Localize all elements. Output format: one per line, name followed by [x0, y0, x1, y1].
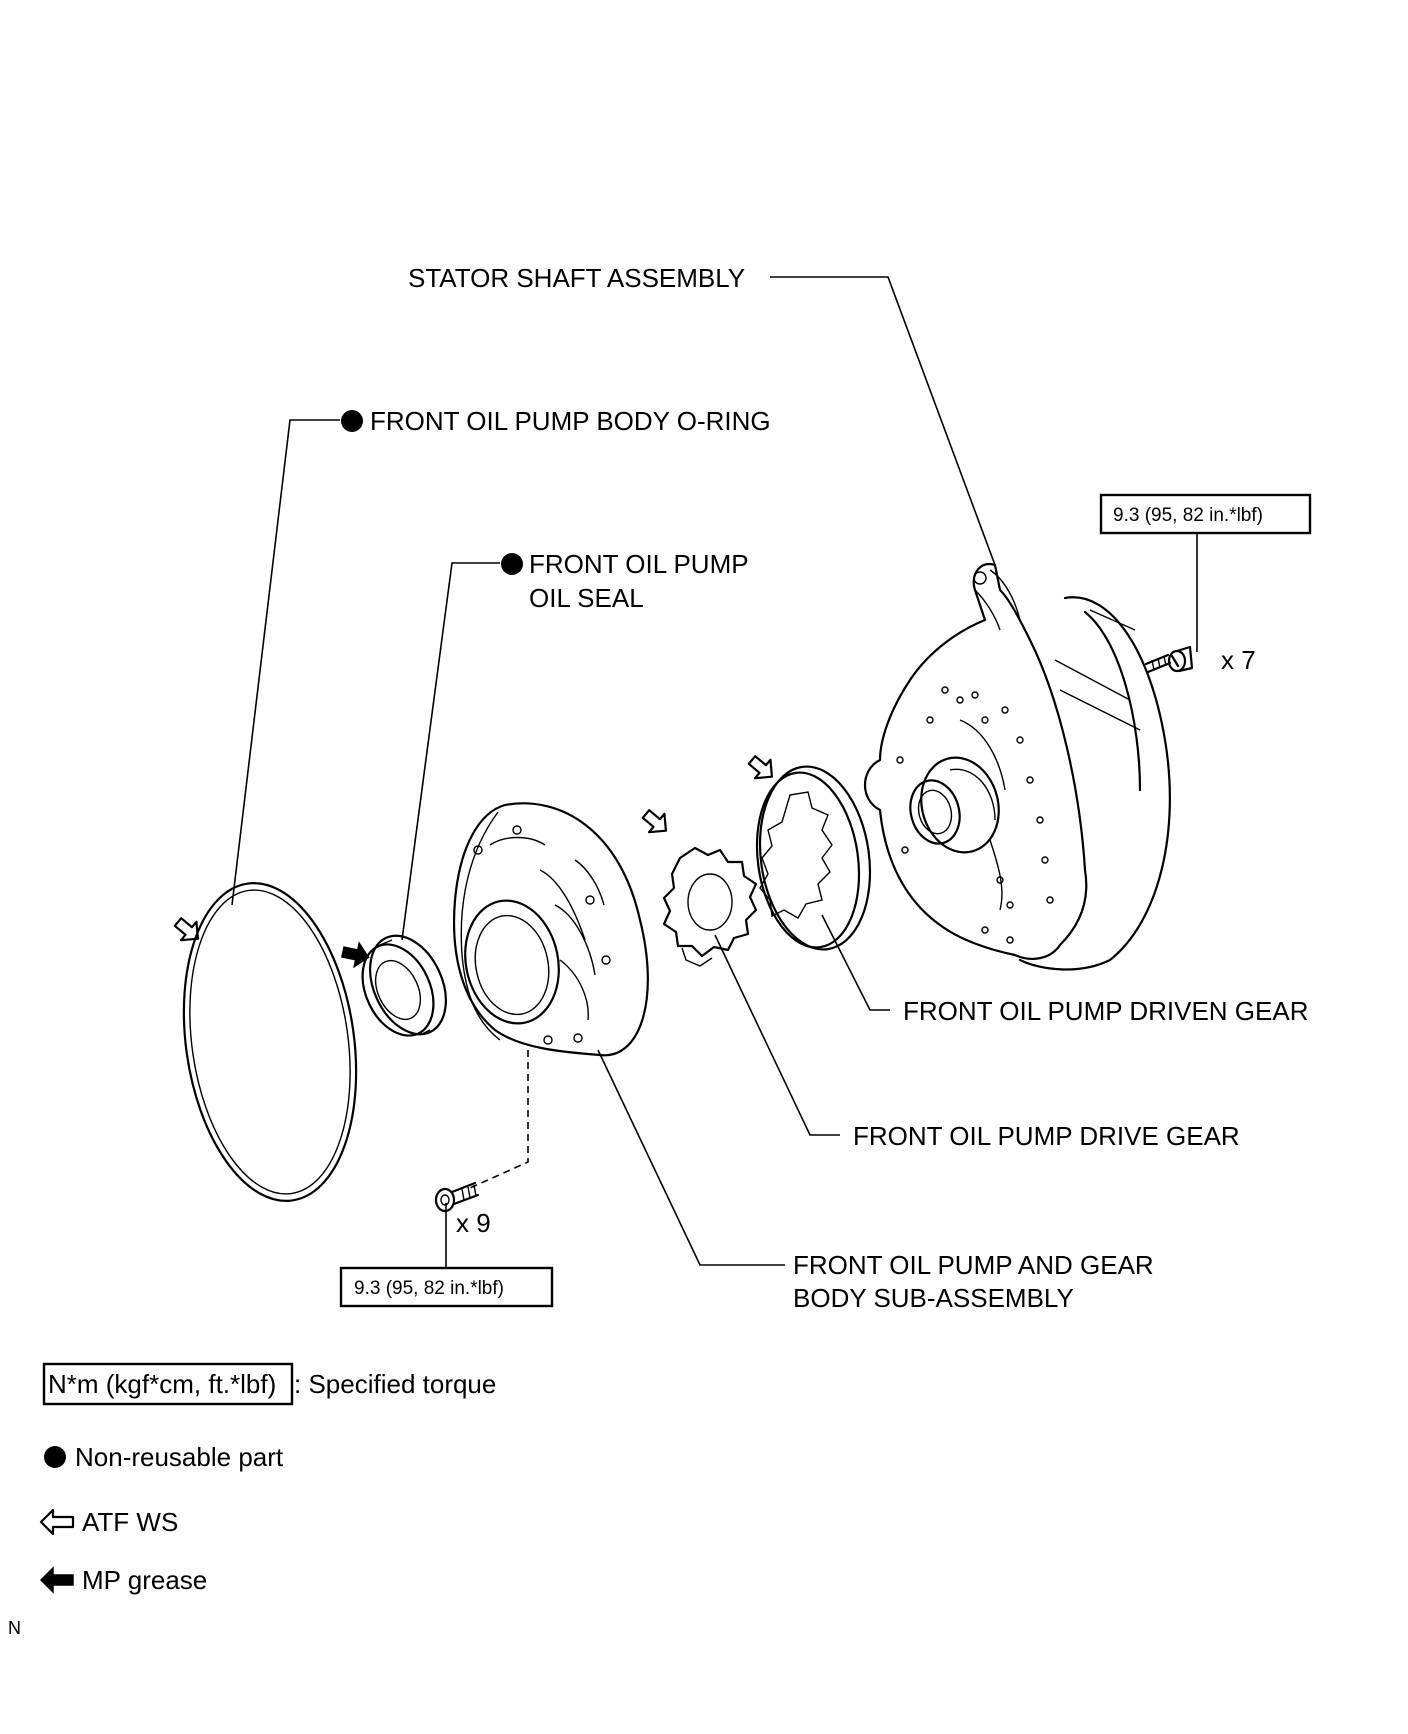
label-driven-gear: FRONT OIL PUMP DRIVEN GEAR	[903, 996, 1308, 1026]
o-ring	[182, 882, 358, 1202]
label-oil-seal-line2: OIL SEAL	[529, 583, 644, 613]
legend-grease: MP grease	[82, 1565, 207, 1595]
legend-atf: ATF WS	[82, 1507, 178, 1537]
hollow-arrow-icon	[39, 1508, 75, 1536]
label-o-ring: FRONT OIL PUMP BODY O-RING	[370, 406, 771, 436]
drive-gear	[662, 846, 758, 967]
stator-shaft-assembly	[864, 562, 1171, 971]
solid-arrow-icon	[39, 1566, 74, 1594]
filled-circle-icon	[501, 553, 523, 575]
label-pump-body-line1: FRONT OIL PUMP AND GEAR	[793, 1250, 1154, 1280]
upper-bolt	[1144, 645, 1194, 674]
bolt-count-upper: x 7	[1221, 645, 1256, 675]
legend-torque-text: : Specified torque	[294, 1369, 496, 1399]
corner-mark: N	[8, 1618, 21, 1638]
driven-gear	[755, 765, 872, 951]
filled-circle-icon	[341, 410, 363, 432]
label-stator-shaft: STATOR SHAFT ASSEMBLY	[408, 263, 745, 293]
oil-seal	[361, 934, 447, 1037]
legend-non-reusable: Non-reusable part	[75, 1442, 284, 1472]
legend: N*m (kgf*cm, ft.*lbf) : Specified torque…	[39, 1362, 496, 1595]
legend-torque-box	[42, 1362, 294, 1406]
bolt-count-lower: x 9	[456, 1208, 491, 1238]
label-oil-seal-line1: FRONT OIL PUMP	[529, 549, 749, 579]
torque-box-upper	[1099, 493, 1312, 535]
hollow-arrow-icon	[173, 917, 200, 942]
leader-lines	[231, 276, 1198, 1268]
label-drive-gear: FRONT OIL PUMP DRIVE GEAR	[853, 1121, 1240, 1151]
torque-value-lower: 9.3 (95, 82 in.*lbf)	[354, 1278, 504, 1299]
solid-arrow-icon	[341, 941, 370, 969]
filled-circle-icon	[44, 1446, 66, 1468]
lower-bolt	[434, 1181, 480, 1213]
torque-box-lower	[339, 1266, 554, 1308]
torque-value-upper: 9.3 (95, 82 in.*lbf)	[1113, 505, 1263, 526]
legend-torque-units: N*m (kgf*cm, ft.*lbf)	[48, 1369, 276, 1399]
hollow-arrow-icon	[747, 755, 774, 780]
hollow-arrow-icon	[641, 809, 668, 834]
label-pump-body-line2: BODY SUB-ASSEMBLY	[793, 1283, 1074, 1313]
pump-body	[452, 802, 649, 1057]
